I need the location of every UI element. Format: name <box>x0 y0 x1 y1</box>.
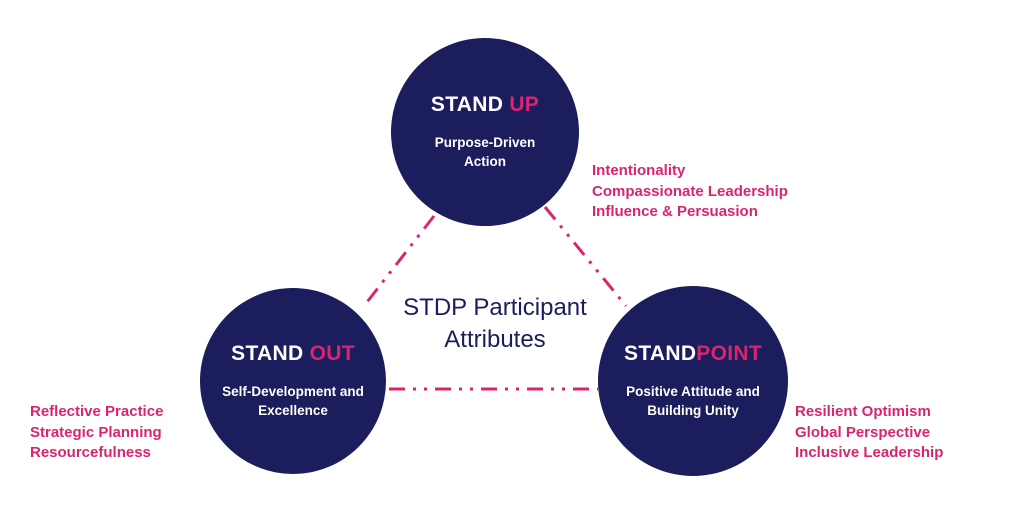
connector-up-point <box>543 206 628 307</box>
attribute-item: Strategic Planning <box>30 423 162 441</box>
attributes-standpoint: Resilient Optimism Global Perspective In… <box>795 402 943 464</box>
attributes-stand-out: Reflective Practice Strategic Planning R… <box>30 402 163 464</box>
connector-up-out <box>362 215 436 307</box>
attribute-item: Reflective Practice <box>30 403 164 420</box>
node-title: STANDPOINT <box>624 342 762 365</box>
center-label: STDP Participant Attributes <box>403 294 587 353</box>
attribute-item: Inclusive Leadership <box>795 444 944 461</box>
attribute-item: Resilient Optimism <box>795 403 931 420</box>
attribute-item: Global Perspective <box>795 423 931 441</box>
attribute-item: Intentionality <box>592 162 686 179</box>
node-title: STAND OUT <box>231 342 355 365</box>
node-title: STAND UP <box>430 93 540 116</box>
attribute-item: Compassionate Leadership <box>592 182 788 200</box>
attributes-stand-up: Intentionality Compassionate Leadership … <box>592 161 788 223</box>
attribute-item: Resourcefulness <box>30 444 151 461</box>
attribute-item: Influence & Persuasion <box>592 203 758 220</box>
